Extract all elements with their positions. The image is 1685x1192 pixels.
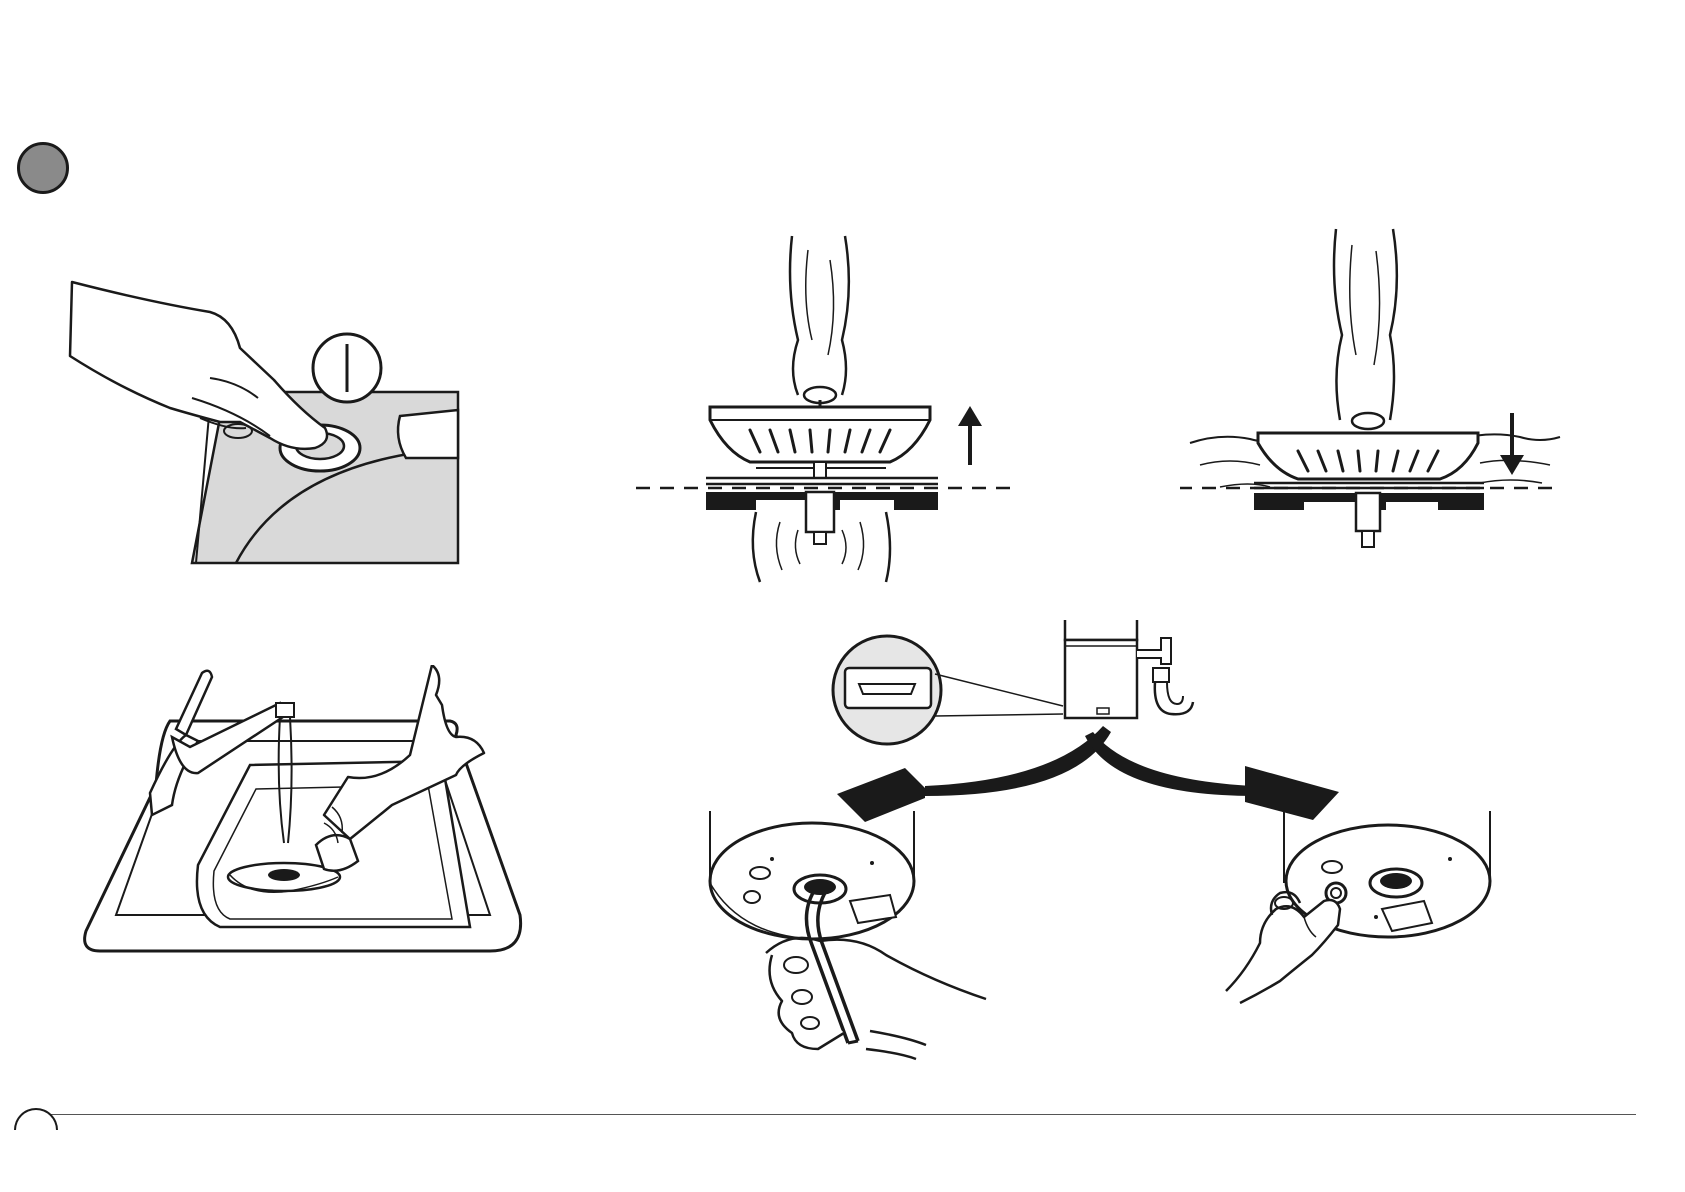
disposer-icon (775, 620, 1395, 830)
illustration-sink-rinse (80, 665, 530, 965)
strainer-lowered-graphic (1180, 225, 1570, 565)
arrow-down-icon (1500, 413, 1524, 475)
reset-button-icon (1220, 805, 1510, 1005)
hex-wrench-icon (700, 805, 1000, 1065)
illustration-strainer-lowered (1180, 225, 1570, 565)
illustration-hex-wrench-turn (700, 805, 1000, 1065)
arrow-up-icon (958, 406, 982, 465)
faucet-icon (80, 665, 530, 965)
illustration-reset-button-press (1220, 805, 1510, 1005)
illustration-strainer-lifted (630, 230, 1020, 590)
hand-pressing-button-icon (60, 270, 470, 570)
page-number-tab (14, 1108, 58, 1130)
illustration-disposer-underside (775, 620, 1395, 830)
strainer-lifted-graphic (630, 230, 1020, 590)
illustration-power-button-press (60, 270, 470, 570)
footer-rule (28, 1114, 1636, 1115)
step-marker-dot (17, 142, 69, 194)
